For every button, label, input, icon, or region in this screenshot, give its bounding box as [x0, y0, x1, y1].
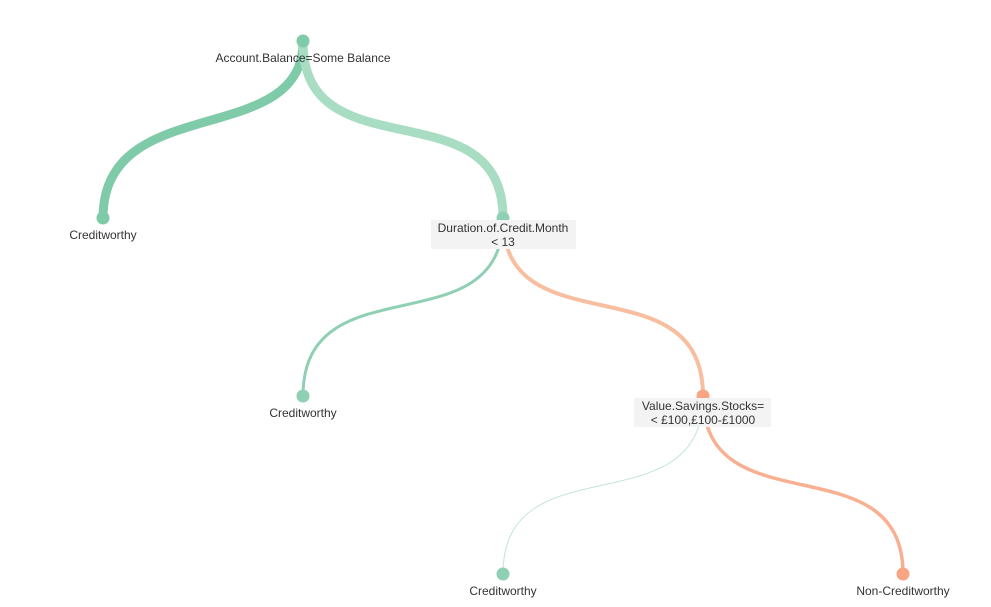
node-root[interactable]	[296, 34, 310, 48]
savings-label-line1: Value.Savings.Stocks=	[642, 399, 764, 413]
tree-labels: Account.Balance=Some Balance Creditworth…	[69, 51, 949, 598]
creditworthy-1-label: Creditworthy	[69, 228, 136, 242]
node-non-creditworthy[interactable]	[896, 567, 910, 581]
node-creditworthy-3[interactable]	[496, 567, 510, 581]
duration-label-background	[431, 220, 576, 249]
link-savings-to-creditworthy-3	[502, 395, 704, 575]
link-duration-to-savings	[501, 216, 705, 398]
duration-label-line1: Duration.of.Credit.Month	[438, 221, 569, 235]
label-backgrounds	[431, 220, 771, 427]
link-savings-to-non-creditworthy	[701, 394, 905, 576]
non-creditworthy-label: Non-Creditworthy	[856, 584, 949, 598]
node-creditworthy-2[interactable]	[296, 389, 310, 403]
tree-nodes	[96, 34, 910, 581]
creditworthy-3-label: Creditworthy	[469, 584, 536, 598]
root-label: Account.Balance=Some Balance	[215, 51, 390, 65]
duration-label-line2: < 13	[491, 235, 515, 249]
link-duration-to-creditworthy-2	[301, 216, 505, 398]
tree-links	[98, 37, 905, 576]
link-root-to-creditworthy-1	[98, 37, 308, 223]
node-creditworthy-1[interactable]	[96, 211, 110, 225]
link-root-to-duration	[298, 37, 508, 223]
savings-label-line2: < £100,£100-£1000	[651, 413, 756, 427]
savings-label-background	[634, 398, 771, 427]
creditworthy-2-label: Creditworthy	[269, 406, 336, 420]
